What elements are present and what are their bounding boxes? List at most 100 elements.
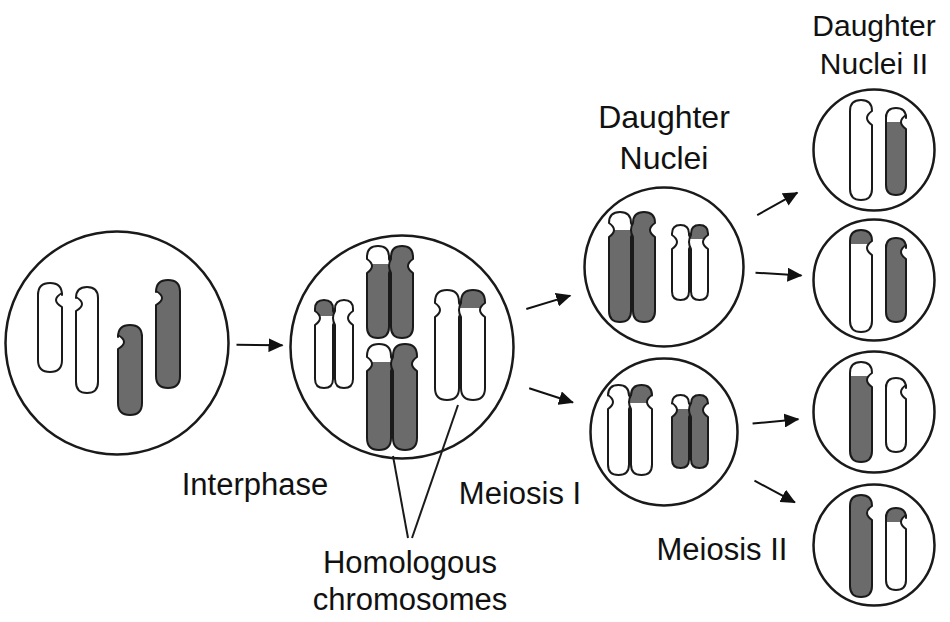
chromatid <box>850 495 872 597</box>
stage-label: Interphase <box>160 467 350 504</box>
chromatid-body <box>850 230 872 332</box>
chromatid-body <box>156 280 180 388</box>
nucleus-circle <box>4 230 230 456</box>
chromatid <box>333 300 353 388</box>
chromatid <box>679 223 720 300</box>
nucleus-border <box>814 90 935 211</box>
chromatid-body <box>689 395 708 468</box>
chromatid-outline <box>886 508 906 590</box>
chromatid-outline <box>367 344 393 450</box>
chromatid-outline <box>689 395 708 468</box>
chromatid <box>118 325 142 415</box>
chromatid-outline <box>315 300 335 388</box>
chromatid-outline <box>333 300 353 388</box>
chromatid <box>435 290 461 400</box>
nucleus-border <box>291 236 514 459</box>
chromatid-body <box>333 300 353 388</box>
nucleus-outline <box>812 483 936 607</box>
nucleus-border <box>6 232 229 455</box>
nucleus-circle <box>289 234 515 460</box>
chromatid <box>886 238 906 322</box>
chromatid-body <box>118 325 142 415</box>
chromatid-outline <box>389 246 413 338</box>
chromatid <box>619 383 664 475</box>
leader-line <box>412 405 458 538</box>
chromatid-body <box>850 362 872 462</box>
chromatid-body <box>38 283 62 372</box>
nucleus-circle <box>589 357 739 507</box>
chromatid-outline <box>886 378 906 452</box>
chromatid <box>389 246 413 338</box>
nucleus-outline <box>289 234 515 460</box>
chromatid <box>874 106 918 195</box>
chromatid <box>391 344 417 450</box>
chromatid <box>76 287 98 393</box>
nucleus-circle <box>812 350 936 474</box>
nucleus-circle: Daughter Nuclei II <box>812 88 936 212</box>
chromatid-body <box>608 385 631 475</box>
chromatid <box>689 395 708 468</box>
chromatid-outline <box>435 290 461 400</box>
chromatid-outline <box>672 395 691 468</box>
chromatid <box>838 360 884 462</box>
chromatid-outline <box>76 287 98 393</box>
nucleus-outline <box>812 88 936 212</box>
stage-heading: Daughter Nuclei <box>578 97 750 180</box>
nucleus-border <box>591 359 738 506</box>
nucleus-outline <box>812 218 936 342</box>
nucleus-outline <box>589 357 739 507</box>
stage-label: Meiosis II <box>637 532 807 569</box>
chromatid-outline <box>850 362 872 462</box>
chromatid <box>838 228 884 332</box>
chromatid <box>631 212 655 322</box>
chromatid-body <box>672 225 691 300</box>
chromatid <box>672 225 691 300</box>
chromatid-outline <box>886 238 906 322</box>
chromatid-body <box>850 495 872 597</box>
chromatid-body <box>886 238 906 322</box>
nucleus-border <box>585 188 744 347</box>
pointer-label: Homologous chromosomes <box>294 545 526 618</box>
chromatid-outline <box>391 344 417 450</box>
nucleus-circle <box>812 218 936 342</box>
chromatid-outline <box>367 246 391 338</box>
nucleus-outline <box>4 230 230 456</box>
arrow-connector <box>526 296 570 309</box>
chromatid-body <box>435 290 461 400</box>
arrow-connector <box>237 344 283 347</box>
chromatid-outline <box>608 385 631 475</box>
chromatid-body <box>850 100 872 200</box>
chromatid-body <box>391 344 417 450</box>
stage-heading: Daughter Nuclei II <box>799 7 949 82</box>
arrow-connector <box>757 193 797 215</box>
chromatid <box>38 283 62 372</box>
chromatid <box>608 385 631 475</box>
chromatid-outline <box>459 290 485 400</box>
nucleus-border <box>814 352 935 473</box>
nucleus-border <box>814 485 935 606</box>
chromatid-body <box>76 287 98 393</box>
chromatid <box>874 506 918 590</box>
chromatid-outline <box>850 495 872 597</box>
nucleus-outline <box>583 186 745 348</box>
chromatid-body <box>389 246 413 338</box>
chromatid <box>156 280 180 388</box>
chromatid-outline <box>631 212 655 322</box>
arrow-connector <box>529 388 573 402</box>
chromatid-outline <box>118 325 142 415</box>
nucleus-circle: Daughter Nuclei <box>583 186 745 348</box>
chromatid-outline <box>38 283 62 372</box>
nucleus-border <box>814 220 935 341</box>
chromatid-outline <box>850 230 872 332</box>
chromatid-outline <box>886 108 906 195</box>
chromatid-body <box>631 212 655 322</box>
nucleus-outline <box>812 350 936 474</box>
nucleus-circle <box>812 483 936 607</box>
chromatid <box>449 288 497 400</box>
chromatid-outline <box>156 280 180 388</box>
chromatid <box>850 100 872 200</box>
